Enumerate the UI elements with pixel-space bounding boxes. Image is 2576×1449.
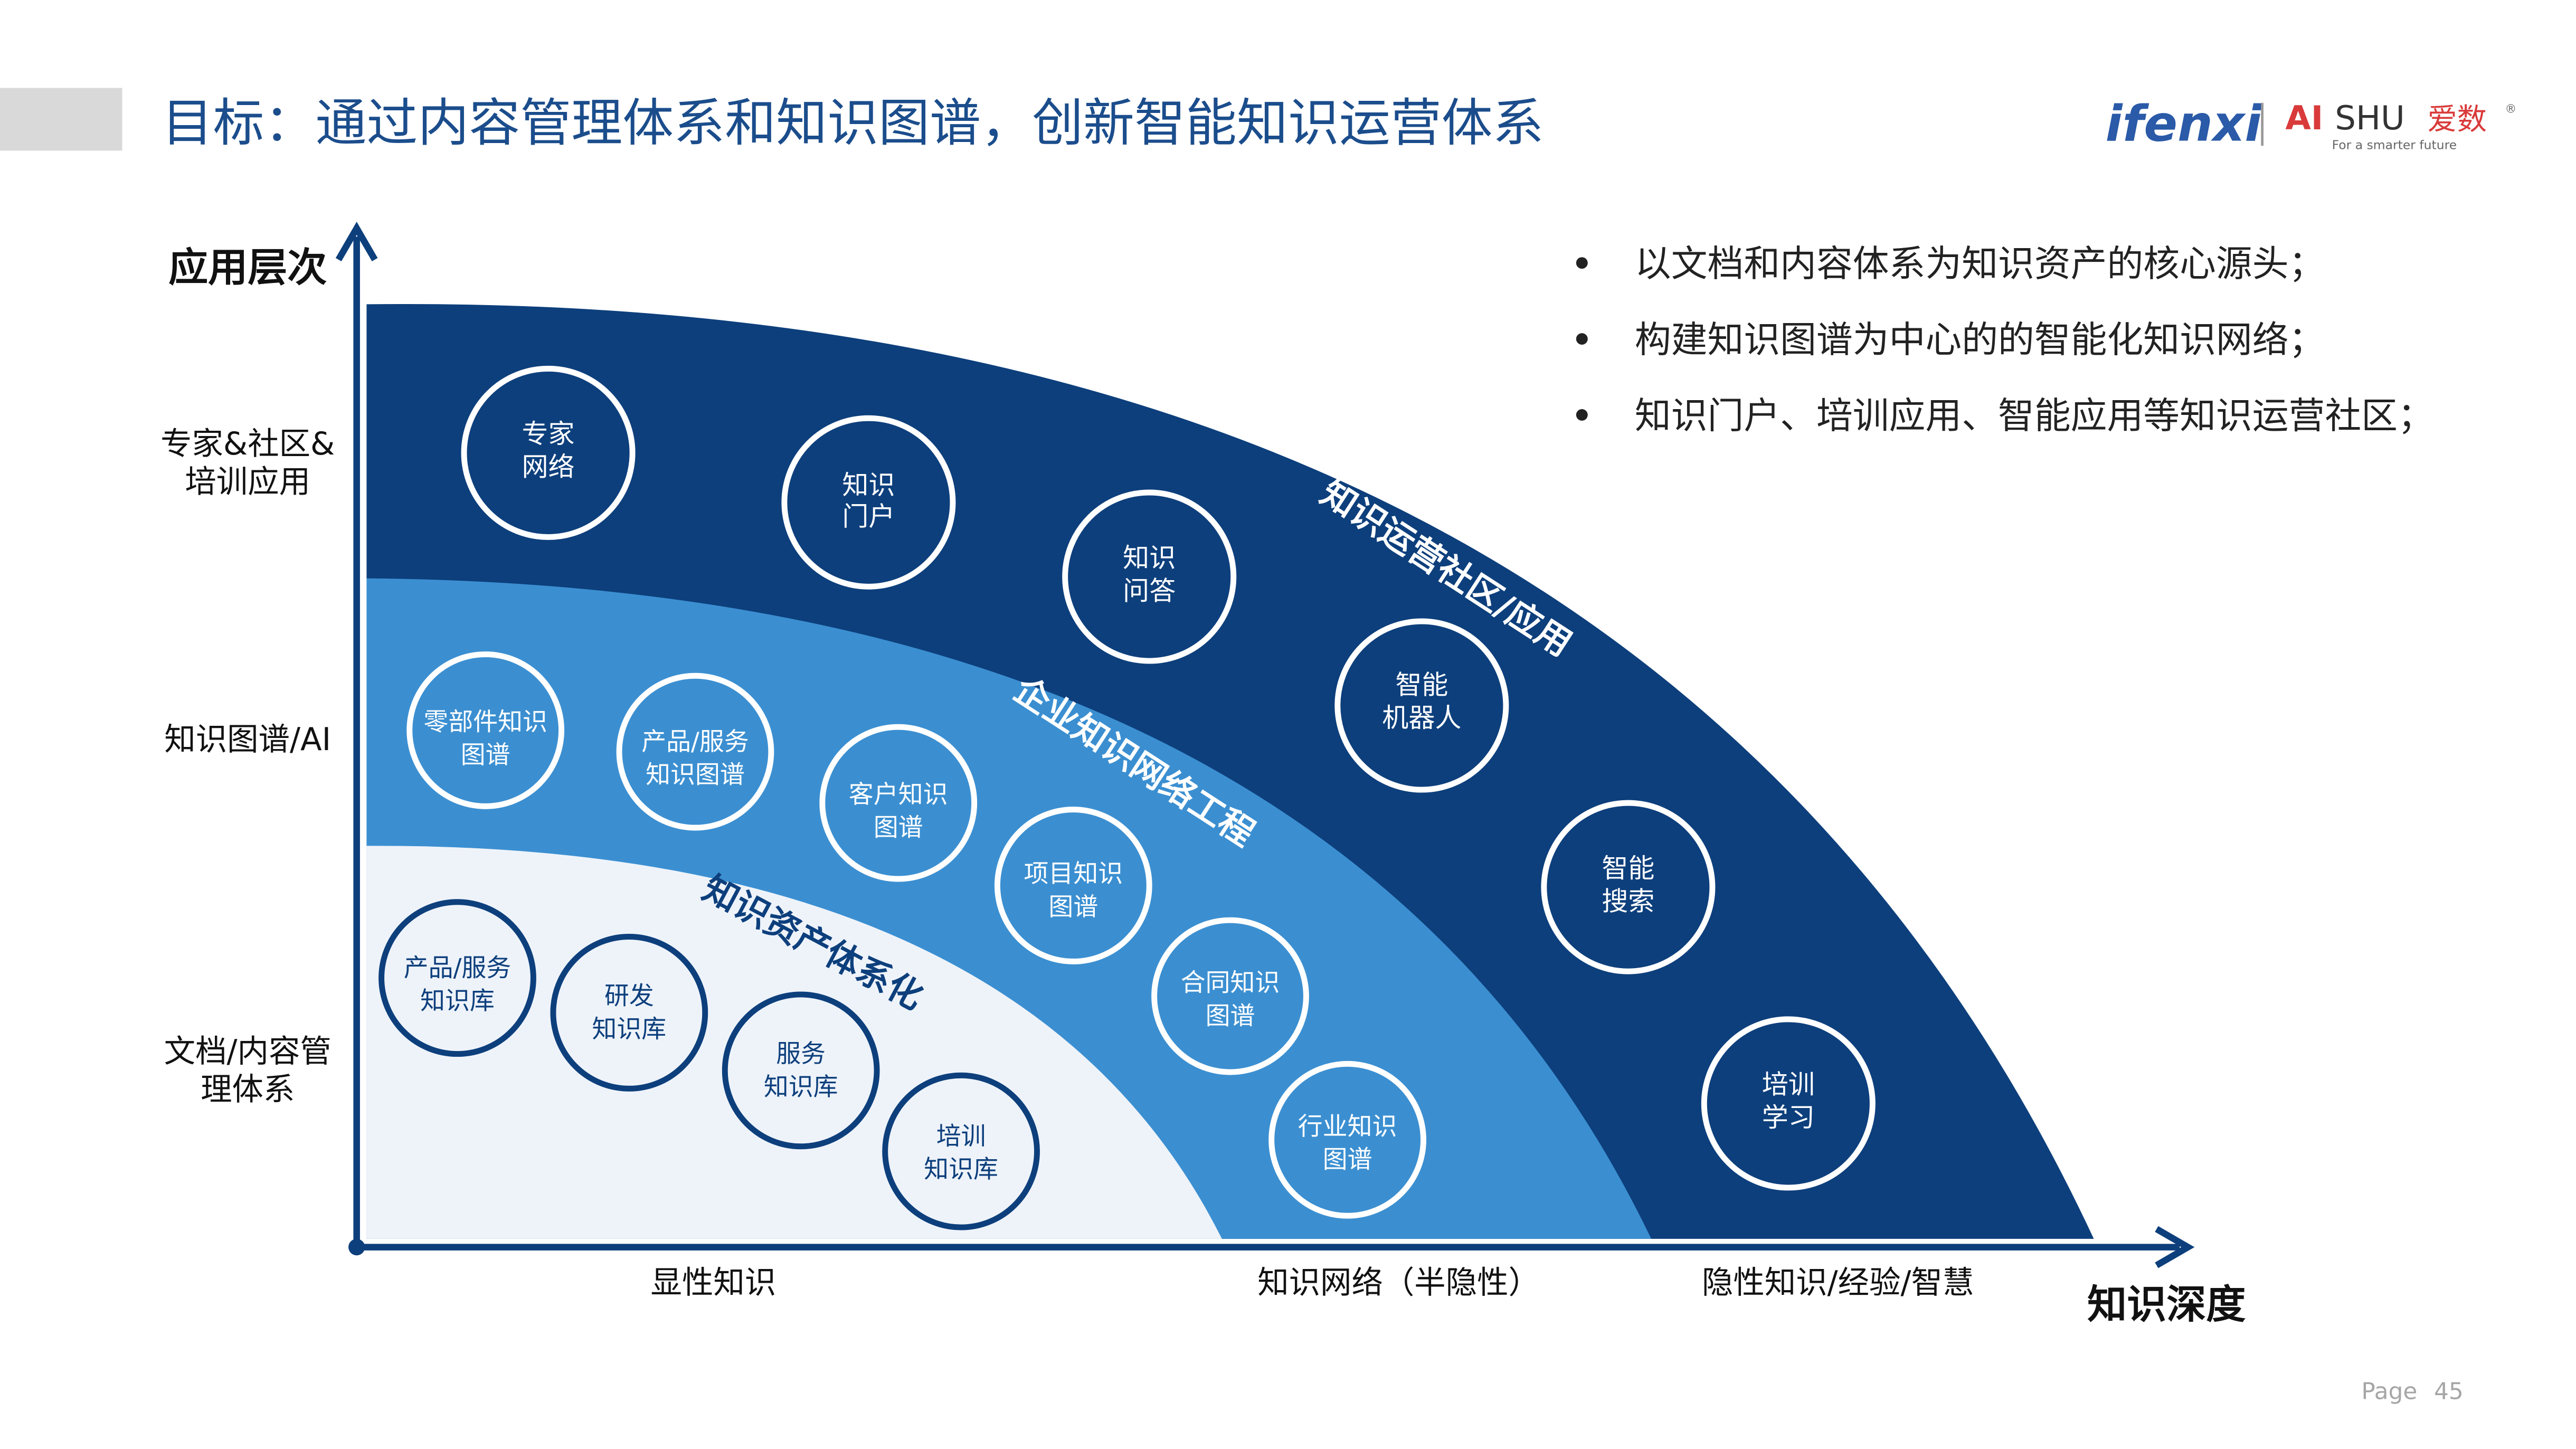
page-title: 目标：通过内容管理体系和知识图谱，创新智能知识运营体系 (162, 93, 1544, 153)
node-product-graph: 产品/服务 知识图谱 (616, 673, 774, 831)
node-label-line1: 智能 (1602, 853, 1654, 884)
node-label-line2: 图谱 (1323, 1145, 1372, 1174)
node-label-line1: 研发 (604, 982, 654, 1011)
node-label-line2: 门户 (842, 501, 895, 532)
node-circle (1151, 917, 1309, 1075)
node-circle (378, 899, 536, 1057)
band-inner-assets (366, 846, 1222, 1239)
node-knowledge-portal: 知识 门户 (781, 415, 956, 590)
node-label-line1: 培训 (1762, 1069, 1815, 1100)
node-label-line2: 学习 (1762, 1102, 1815, 1133)
node-label-line1: 产品/服务 (641, 727, 749, 756)
node-product-kb: 产品/服务 知识库 (378, 899, 536, 1057)
node-circle (882, 1072, 1040, 1230)
page-label: Page (2361, 1378, 2417, 1405)
logo-ifenxi: ifenxi (2105, 96, 2262, 153)
node-circle (406, 651, 565, 809)
node-rd-kb: 研发 知识库 (550, 934, 708, 1092)
node-circle (819, 724, 978, 882)
bullet-item-2: 构建知识图谱为中心的的智能化知识网络； (1635, 319, 2325, 361)
node-circle (781, 415, 956, 590)
bullet-dot-1 (1576, 257, 1588, 269)
x-axis-arrow (2155, 1226, 2195, 1268)
x-level-explicit: 显性知识 (651, 1265, 776, 1301)
node-label-line1: 智能 (1395, 670, 1448, 700)
y-level-1-line2: 培训应用 (185, 464, 310, 500)
node-project-graph: 项目知识 图谱 (994, 807, 1152, 964)
y-level-3-line2: 理体系 (201, 1072, 295, 1108)
node-label-line1: 合同知识 (1181, 969, 1280, 998)
x-axis-title: 知识深度 (2087, 1281, 2246, 1328)
logo-ifenxi-text: ifenxi (2105, 96, 2262, 153)
node-circle (1334, 618, 1509, 793)
node-label-line2: 图谱 (1206, 1001, 1255, 1030)
logo-aishu-tagline: For a smarter future (2332, 137, 2457, 152)
node-knowledge-qa: 知识 问答 (1062, 489, 1237, 664)
node-label-line1: 客户知识 (849, 780, 948, 809)
node-label-line2: 知识库 (764, 1073, 838, 1102)
node-circle (550, 934, 708, 1092)
node-circle (616, 673, 774, 831)
node-label-line1: 产品/服务 (404, 954, 511, 983)
page-number: 45 (2434, 1378, 2464, 1405)
node-training-learning: 培训 学习 (1701, 1016, 1876, 1191)
node-smart-robot: 智能 机器人 (1334, 618, 1509, 793)
node-label-line1: 行业知识 (1298, 1112, 1397, 1141)
node-service-kb: 服务 知识库 (722, 991, 880, 1150)
bullet-item-1: 以文档和内容体系为知识资产的核心源头； (1635, 243, 2325, 285)
node-label-line2: 机器人 (1382, 703, 1461, 733)
node-circle (1701, 1016, 1876, 1191)
node-label-line2: 搜索 (1602, 886, 1654, 916)
node-label-line1: 零部件知识 (423, 707, 547, 736)
logo-aishu-cn: 爱数 (2427, 102, 2487, 137)
node-circle (1268, 1060, 1426, 1219)
title-accent-bar (0, 88, 122, 151)
node-label-line1: 专家 (522, 419, 575, 449)
node-label-line1: 项目知识 (1024, 859, 1123, 888)
node-label-line2: 知识库 (420, 987, 495, 1016)
node-circle (722, 991, 880, 1150)
bullet-item-3: 知识门户、培训应用、智能应用等知识运营社区； (1635, 395, 2434, 437)
node-label-line2: 图谱 (874, 813, 923, 842)
node-label-line2: 图谱 (461, 741, 510, 770)
node-parts-graph: 零部件知识 图谱 (406, 651, 565, 809)
y-axis-arrow (335, 221, 378, 262)
logo-aishu-ai: AI (2285, 99, 2323, 137)
node-circle (461, 365, 636, 540)
node-customer-graph: 客户知识 图谱 (819, 724, 978, 882)
node-label-line2: 问答 (1123, 575, 1176, 606)
node-expert-network: 专家 网络 (461, 365, 636, 540)
node-label-line2: 知识图谱 (646, 761, 745, 790)
bullet-dot-3 (1576, 409, 1588, 421)
node-label-line2: 知识库 (592, 1015, 666, 1044)
y-level-2: 知识图谱/AI (164, 722, 331, 758)
x-level-network: 知识网络（半隐性） (1257, 1265, 1540, 1301)
node-circle (1062, 489, 1237, 664)
logo-aishu: AI SHU 爱数 ® For a smarter future (2285, 99, 2516, 153)
node-label-line2: 网络 (522, 452, 575, 482)
node-training-kb: 培训 知识库 (882, 1072, 1040, 1230)
node-circle (1541, 800, 1716, 974)
node-label-line1: 培训 (936, 1122, 986, 1151)
node-industry-graph: 行业知识 图谱 (1268, 1060, 1426, 1219)
y-axis-title: 应用层次 (168, 244, 327, 291)
y-level-1-line1: 专家&社区& (160, 426, 335, 462)
logo-aishu-shu: SHU (2335, 99, 2405, 137)
node-label-line1: 知识 (842, 470, 895, 500)
logo-aishu-registered: ® (2505, 103, 2516, 116)
node-circle (994, 807, 1152, 964)
axes (335, 221, 2195, 1268)
node-label-line2: 知识库 (924, 1155, 998, 1184)
x-level-tacit: 隐性知识/经验/智慧 (1702, 1265, 1974, 1301)
bullet-dot-2 (1576, 333, 1588, 345)
axis-origin (348, 1238, 365, 1256)
node-label-line1: 知识 (1123, 543, 1176, 573)
node-contract-graph: 合同知识 图谱 (1151, 917, 1309, 1075)
y-level-3-line1: 文档/内容管 (164, 1034, 332, 1070)
node-smart-search: 智能 搜索 (1541, 800, 1716, 974)
bullet-list: 以文档和内容体系为知识资产的核心源头； 构建知识图谱为中心的的智能化知识网络； … (1576, 243, 2434, 437)
node-label-line1: 服务 (776, 1039, 826, 1068)
node-label-line2: 图谱 (1048, 893, 1098, 922)
